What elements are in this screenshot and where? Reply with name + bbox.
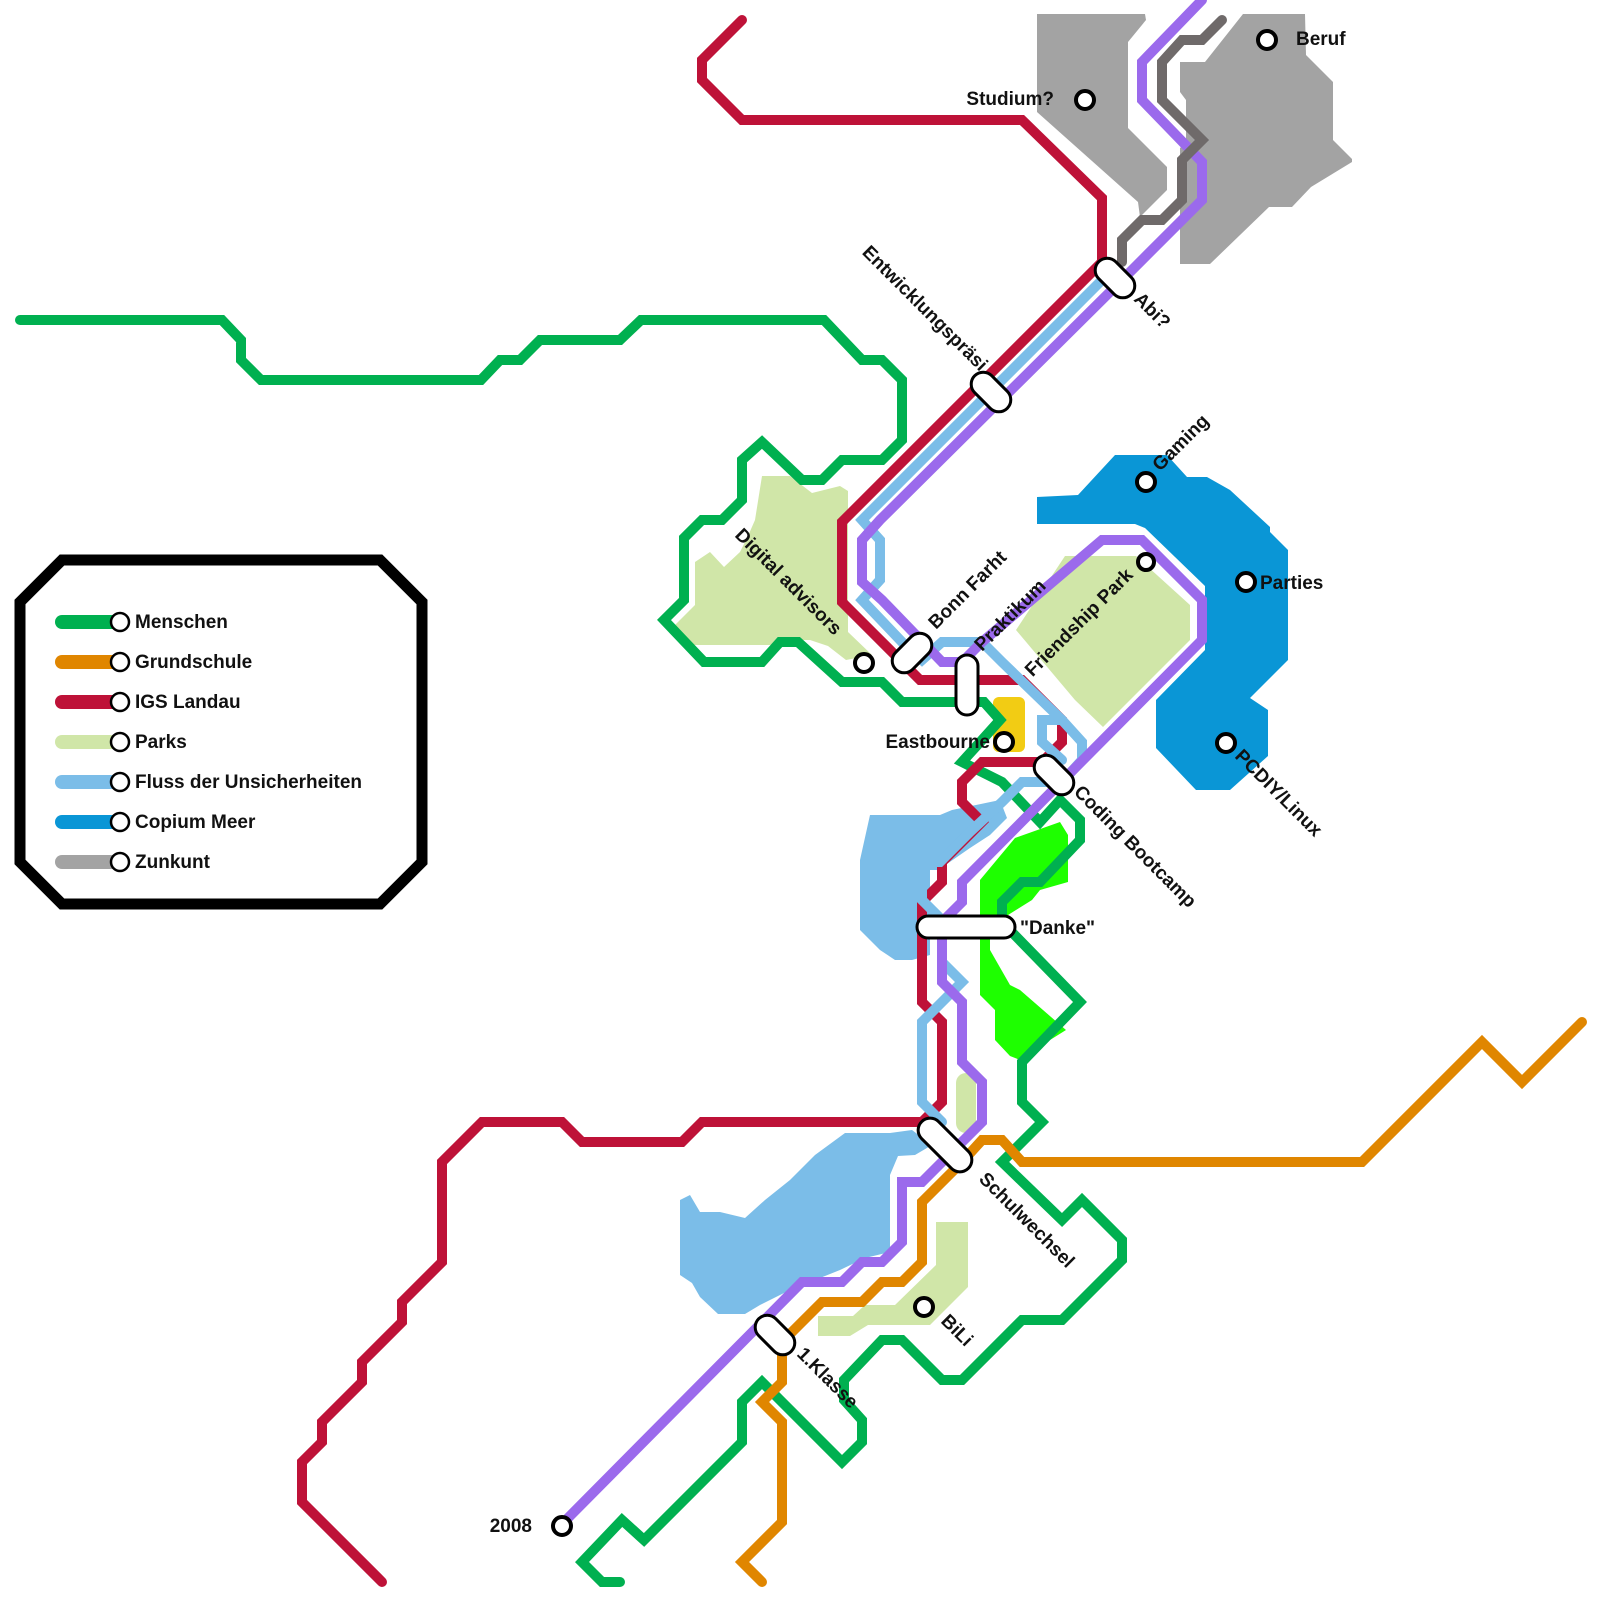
station-pcdiy[interactable] [1215,732,1237,754]
station-bili[interactable] [913,1296,935,1318]
legend-station-icon [109,651,131,673]
legend-station-icon [109,771,131,793]
park-friendship [1016,556,1190,727]
legend-station-icon [109,691,131,713]
zukunft-area-studium [1037,14,1167,217]
lines [15,0,1587,1587]
line-menschen [15,315,1127,1587]
label-studium: Studium? [966,89,1054,110]
legend-label: IGS Landau [135,692,241,713]
legend-item: Copium Meer [55,811,256,833]
legend-label: Menschen [135,612,228,633]
legend-item: Grundschule [55,651,252,673]
station-eastbourne[interactable] [993,731,1015,753]
legend-label: Copium Meer [135,812,256,833]
legend-label: Zunkunt [135,852,211,873]
label-gaming: Gaming [1149,411,1214,476]
interchange-1klasse[interactable] [750,1310,799,1359]
interchange-danke[interactable] [915,914,1017,940]
station-parties[interactable] [1235,571,1257,593]
interchanges [750,253,1139,1359]
legend-item: IGS Landau [55,691,241,713]
line-zukunft [1117,15,1227,267]
stations [551,29,1278,1537]
interchange-bonn-farht[interactable] [887,628,936,677]
label-pcdiy: PCDIY/Linux [1230,746,1326,842]
label-2008: 2008 [490,1516,532,1537]
station-gaming[interactable] [1135,471,1157,493]
label-eastbourne: Eastbourne [885,732,990,753]
copium-meer-area [1037,455,1288,790]
legend-station-icon [109,851,131,873]
label-coding-bootcamp: Coding Bootcamp [1069,782,1200,913]
label-danke: "Danke" [1020,918,1095,939]
park-small [956,1073,976,1133]
legend-label: Fluss der Unsicherheiten [135,772,362,793]
legend-item: Parks [55,731,187,753]
station-studium[interactable] [1074,89,1096,111]
label-bili: BiLi [936,1311,976,1351]
interchange-abi[interactable] [1090,253,1139,302]
legend-label: Parks [135,732,187,753]
legend-item: Zunkunt [55,851,211,873]
line-igs-landau-west [297,1117,927,1587]
fluss-area-south [680,1130,932,1314]
station-beruf[interactable] [1256,29,1278,51]
station-digital-advisors[interactable] [853,652,875,674]
label-beruf: Beruf [1296,29,1346,50]
label-parties: Parties [1260,573,1323,594]
interchange-entwicklungspraesi[interactable] [966,367,1015,416]
line-fluss-loop [1037,715,1067,765]
legend-station-icon [109,731,131,753]
station-friendship-park[interactable] [1136,552,1156,572]
interchange-praktikum[interactable] [954,653,980,717]
legend-item: Menschen [55,611,228,633]
line-lebensweg [557,0,1207,1529]
interchange-coding-bootcamp[interactable] [1029,750,1078,799]
legend-station-icon [109,811,131,833]
interchange-schulwechsel[interactable] [913,1113,977,1177]
legend-station-icon [109,611,131,633]
legend-label: Grundschule [135,652,252,673]
park-digital-advisors [675,476,872,660]
station-2008[interactable] [551,1515,573,1537]
zukunft-area-beruf [1180,14,1352,264]
legend-item: Fluss der Unsicherheiten [55,771,362,793]
label-abi: Abi? [1129,289,1174,334]
line-grundschule [734,1017,1587,1587]
